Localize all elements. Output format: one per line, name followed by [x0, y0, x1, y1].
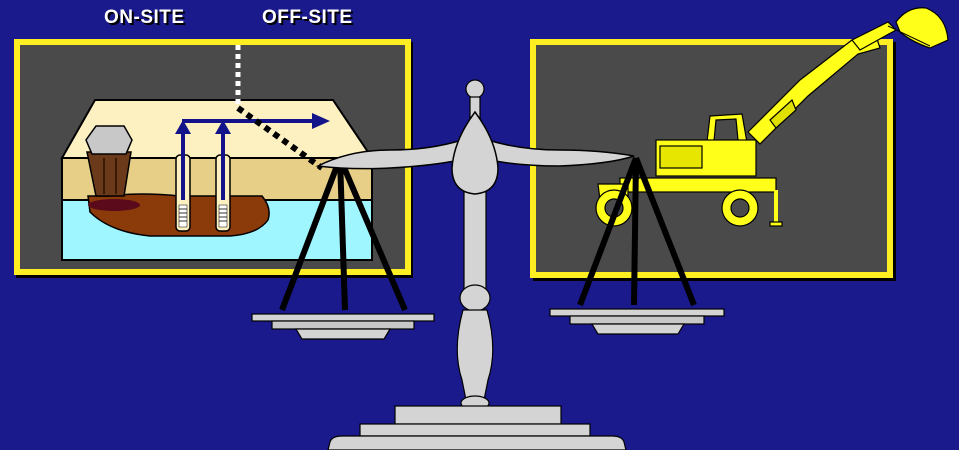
right-pan	[550, 309, 724, 334]
off-site-label: OFF-SITE	[262, 7, 353, 29]
scale-base	[328, 406, 626, 450]
left-pan	[252, 314, 434, 339]
on-site-label: ON-SITE	[104, 7, 185, 29]
